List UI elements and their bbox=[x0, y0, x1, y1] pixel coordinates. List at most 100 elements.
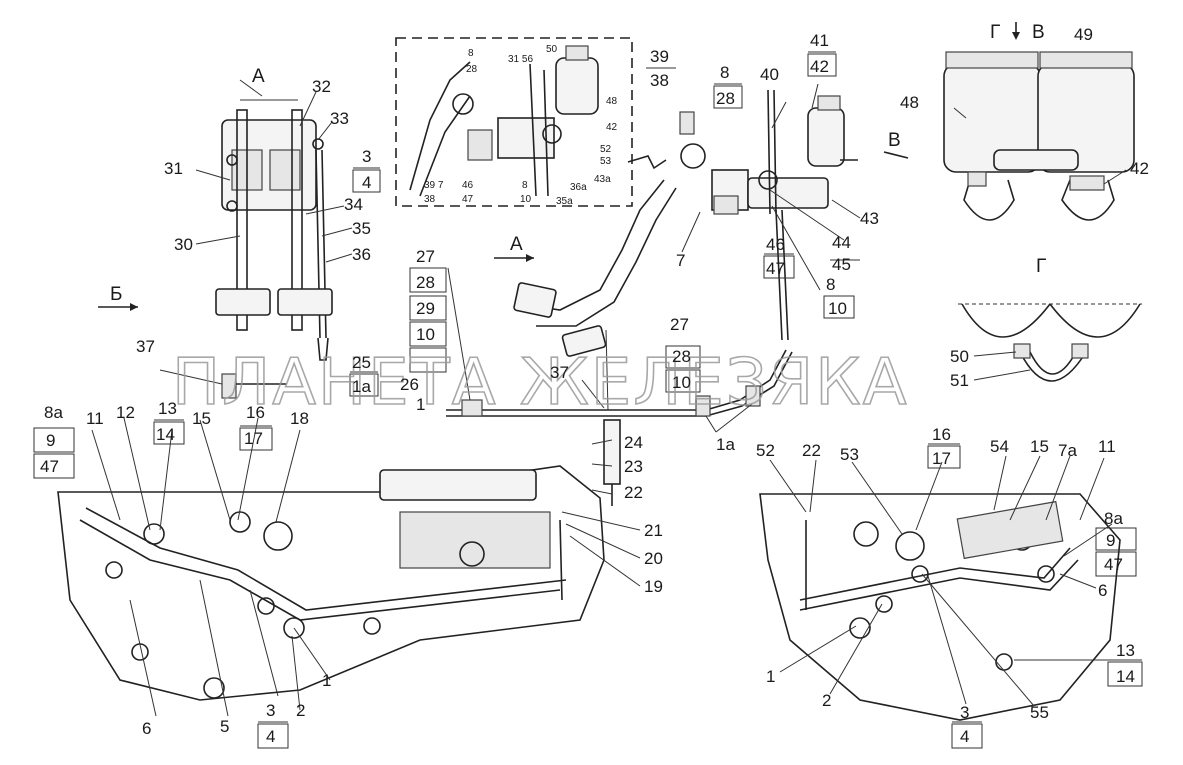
callout-14-left: 14 bbox=[156, 425, 175, 444]
callout-28-left: 28 bbox=[416, 273, 435, 292]
inset-label: 42 bbox=[606, 122, 618, 133]
inset-label: 8 bbox=[468, 48, 474, 59]
callout-4-right: 4 bbox=[960, 727, 969, 746]
callout-22-right: 22 bbox=[802, 441, 821, 460]
callout-39: 39 bbox=[650, 47, 669, 66]
callout-37-left: 37 bbox=[136, 337, 155, 356]
callout-19: 19 bbox=[644, 577, 663, 596]
cab-floor-right bbox=[759, 493, 1121, 721]
inset-label: 47 bbox=[462, 194, 474, 205]
callout-1-right: 1 bbox=[766, 667, 775, 686]
callout-49: 49 bbox=[1074, 25, 1093, 44]
callout-36: 36 bbox=[352, 245, 371, 264]
callout-1a-left: 1а bbox=[352, 377, 371, 396]
callout-23: 23 bbox=[624, 457, 643, 476]
inset-label: 43а bbox=[594, 174, 611, 185]
pipe-harness bbox=[221, 349, 793, 506]
callout-55: 55 bbox=[1030, 703, 1049, 722]
view-a-arrow-label: А bbox=[510, 234, 523, 255]
callout-46: 46 bbox=[766, 235, 785, 254]
callout-18: 18 bbox=[290, 409, 309, 428]
view-b-arrow-label: Б bbox=[110, 284, 122, 305]
callout-45: 45 bbox=[832, 255, 851, 274]
view-v-title: В bbox=[1032, 22, 1045, 43]
callout-43: 43 bbox=[860, 209, 879, 228]
callout-51: 51 bbox=[950, 371, 969, 390]
callout-8a-right: 8а bbox=[1104, 509, 1123, 528]
callout-3-top: 3 bbox=[362, 147, 371, 166]
detail-g bbox=[958, 303, 1142, 382]
callout-28-center: 28 bbox=[672, 347, 691, 366]
callout-1-bottom-left: 1 bbox=[322, 671, 331, 690]
inset-label: 50 bbox=[546, 44, 558, 55]
callout-5: 5 bbox=[220, 717, 229, 736]
callout-22: 22 bbox=[624, 483, 643, 502]
view-a-pedal-assembly bbox=[215, 99, 333, 361]
callout-47-right: 47 bbox=[1104, 555, 1123, 574]
callout-53: 53 bbox=[840, 445, 859, 464]
view-letters: А А Б В В Г Г bbox=[110, 22, 1046, 305]
callout-7a: 7а bbox=[1058, 441, 1077, 460]
callout-26: 26 bbox=[400, 375, 419, 394]
callout-15-left: 15 bbox=[192, 409, 211, 428]
view-v-arrow-label: В bbox=[888, 130, 901, 151]
callout-17-right: 17 bbox=[932, 449, 951, 468]
callouts: 32 33 31 3 4 34 30 35 36 39 38 8 28 41 4… bbox=[40, 25, 1149, 746]
reservoirs-view-v bbox=[943, 51, 1135, 221]
detail-g-title: Г bbox=[1036, 256, 1046, 277]
callout-25: 25 bbox=[352, 353, 371, 372]
callout-27-center: 27 bbox=[670, 315, 689, 334]
callout-28-top: 28 bbox=[716, 89, 735, 108]
callout-9-right: 9 bbox=[1106, 531, 1115, 550]
callout-50: 50 bbox=[950, 347, 969, 366]
callout-9-left: 9 bbox=[46, 431, 55, 450]
inset-label: 31 56 bbox=[508, 54, 533, 65]
callout-30: 30 bbox=[174, 235, 193, 254]
callout-1-left: 1 bbox=[416, 395, 425, 414]
callout-17-left: 17 bbox=[244, 429, 263, 448]
valve-inset bbox=[395, 37, 633, 207]
callout-27-left: 27 bbox=[416, 247, 435, 266]
callout-52: 52 bbox=[756, 441, 775, 460]
view-g-arrow-title: Г bbox=[990, 22, 1000, 43]
callout-4-bottom-left: 4 bbox=[266, 727, 275, 746]
callout-48: 48 bbox=[900, 93, 919, 112]
callout-31: 31 bbox=[164, 159, 183, 178]
callout-8a-left: 8а bbox=[44, 403, 63, 422]
callout-12: 12 bbox=[116, 403, 135, 422]
callout-24: 24 bbox=[624, 433, 643, 452]
callout-13-right: 13 bbox=[1116, 641, 1135, 660]
brake-valve-assembly bbox=[513, 89, 858, 357]
callout-2-right: 2 bbox=[822, 691, 831, 710]
callout-33: 33 bbox=[330, 109, 349, 128]
callout-1a-center: 1а bbox=[716, 435, 735, 454]
inset-labels: 8 28 31 56 50 48 42 52 53 43а 36а 35а 8 … bbox=[424, 44, 618, 207]
inset-label: 38 bbox=[424, 194, 436, 205]
callout-4-top: 4 bbox=[362, 173, 371, 192]
view-arrows bbox=[98, 22, 1020, 311]
callout-14-right: 14 bbox=[1116, 667, 1135, 686]
callout-47-mid: 47 bbox=[766, 259, 785, 278]
callout-2-bottom-left: 2 bbox=[296, 701, 305, 720]
inset-label: 52 bbox=[600, 144, 612, 155]
callout-10-left: 10 bbox=[416, 325, 435, 344]
inset-label: 46 bbox=[462, 180, 474, 191]
inset-label: 28 bbox=[466, 64, 478, 75]
view-a-title: А bbox=[252, 66, 265, 87]
callout-32: 32 bbox=[312, 77, 331, 96]
callout-frames bbox=[33, 51, 1143, 749]
callout-13-left: 13 bbox=[158, 399, 177, 418]
callout-38: 38 bbox=[650, 71, 669, 90]
callout-11-left: 11 bbox=[86, 409, 104, 428]
inset-label: 10 bbox=[520, 194, 532, 205]
callout-42-right: 42 bbox=[1130, 159, 1149, 178]
callout-44: 44 bbox=[832, 233, 851, 252]
inset-label: 39 7 bbox=[424, 180, 444, 191]
callout-8-mid: 8 bbox=[826, 275, 835, 294]
callout-47-left: 47 bbox=[40, 457, 59, 476]
callout-40: 40 bbox=[760, 65, 779, 84]
leader-lines bbox=[91, 79, 1127, 717]
callout-54: 54 bbox=[990, 437, 1009, 456]
callout-11-right: 11 bbox=[1098, 437, 1116, 456]
